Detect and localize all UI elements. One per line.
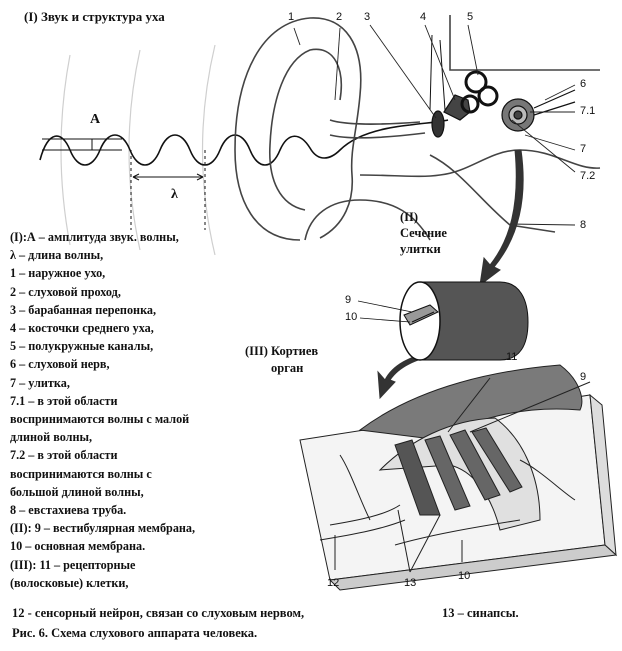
legend-line: воспринимаются волны с — [10, 466, 152, 481]
legend: (I):А – амплитуда звук. волны, λ – длина… — [10, 228, 195, 592]
section-iii-line2: орган — [271, 361, 304, 375]
legend-line: (I):А – амплитуда звук. волны, — [10, 230, 179, 244]
organ-label-13: 13 — [404, 577, 417, 589]
legend-line: 10 – основная мембрана. — [10, 539, 146, 554]
organ-label-12: 12 — [327, 577, 340, 589]
ear-label-7-2: 7.2 — [580, 170, 596, 182]
leader-lines — [293, 24, 576, 226]
cochlea-section — [357, 281, 529, 361]
ear-label-8: 8 — [580, 219, 587, 231]
ear-label-7-1: 7.1 — [580, 105, 596, 117]
section-iii-line1: (III) Кортиев — [245, 344, 319, 358]
middle-inner-ear — [429, 34, 576, 138]
legend-line: 7.2 – в этой области — [10, 448, 118, 463]
ear-label-1: 1 — [288, 11, 295, 23]
footer-line-13: 13 – синапсы. — [442, 606, 519, 620]
cochlea-label-9: 9 — [345, 294, 352, 306]
organ-label-9: 9 — [580, 371, 587, 383]
legend-line: 2 – слуховой проход, — [10, 284, 121, 299]
wavelength-label: λ — [171, 187, 178, 202]
figure-caption: Рис. 6. Схема слухового аппарата человек… — [12, 626, 258, 640]
legend-line: длиной волны, — [10, 430, 93, 445]
legend-line: (II): 9 – вестибулярная мембрана, — [10, 521, 196, 536]
cochlea-label-10: 10 — [345, 311, 358, 323]
legend-line: воспринимаются волны с малой — [10, 412, 190, 427]
section-ii-line1: (II) — [400, 210, 419, 224]
ear-label-3: 3 — [364, 11, 371, 23]
organ-of-corti — [299, 364, 618, 591]
legend-line: большой длиной волны, — [10, 484, 144, 499]
outer-ear — [234, 15, 601, 241]
legend-line: 4 – косточки среднего уха, — [10, 321, 154, 336]
legend-line: 1 – наружное ухо, — [10, 266, 106, 281]
legend-line: 7 – улитка, — [10, 375, 70, 390]
legend-line: 6 – слуховой нерв, — [10, 357, 110, 372]
legend-line: λ – длина волны, — [10, 248, 104, 263]
sound-wave — [39, 119, 449, 166]
footer-line-12: 12 - сенсорный нейрон, связан со слуховы… — [12, 606, 305, 620]
legend-line: 5 – полукружные каналы, — [10, 339, 154, 354]
amplitude-label: A — [90, 112, 101, 127]
section-arrows — [377, 149, 524, 400]
organ-label-11: 11 — [506, 351, 518, 363]
legend-line: (III): 11 – рецепторные — [10, 557, 136, 572]
wavelength-marker — [130, 150, 206, 230]
legend-line: 7.1 – в этой области — [10, 393, 118, 408]
legend-line: 8 – евстахиева труба. — [10, 503, 127, 518]
legend-line: 3 – барабанная перепонка, — [10, 302, 157, 317]
legend-line: (волосковые) клетки, — [10, 575, 129, 590]
section-ii-label: (II) Сечение улитки — [400, 209, 447, 257]
ear-label-6: 6 — [580, 78, 587, 90]
organ-label-10: 10 — [458, 570, 471, 582]
section-iii-label: (III) Кортиев орган — [245, 343, 318, 377]
diagram-title: (I) Звук и структура уха — [24, 9, 165, 24]
ear-label-7: 7 — [580, 143, 587, 155]
section-ii-line3: улитки — [400, 242, 441, 256]
amplitude-marker — [42, 138, 122, 151]
ear-label-5: 5 — [467, 11, 474, 23]
section-ii-line2: Сечение — [400, 226, 447, 240]
ear-label-2: 2 — [336, 11, 343, 23]
ear-label-4: 4 — [420, 11, 427, 23]
